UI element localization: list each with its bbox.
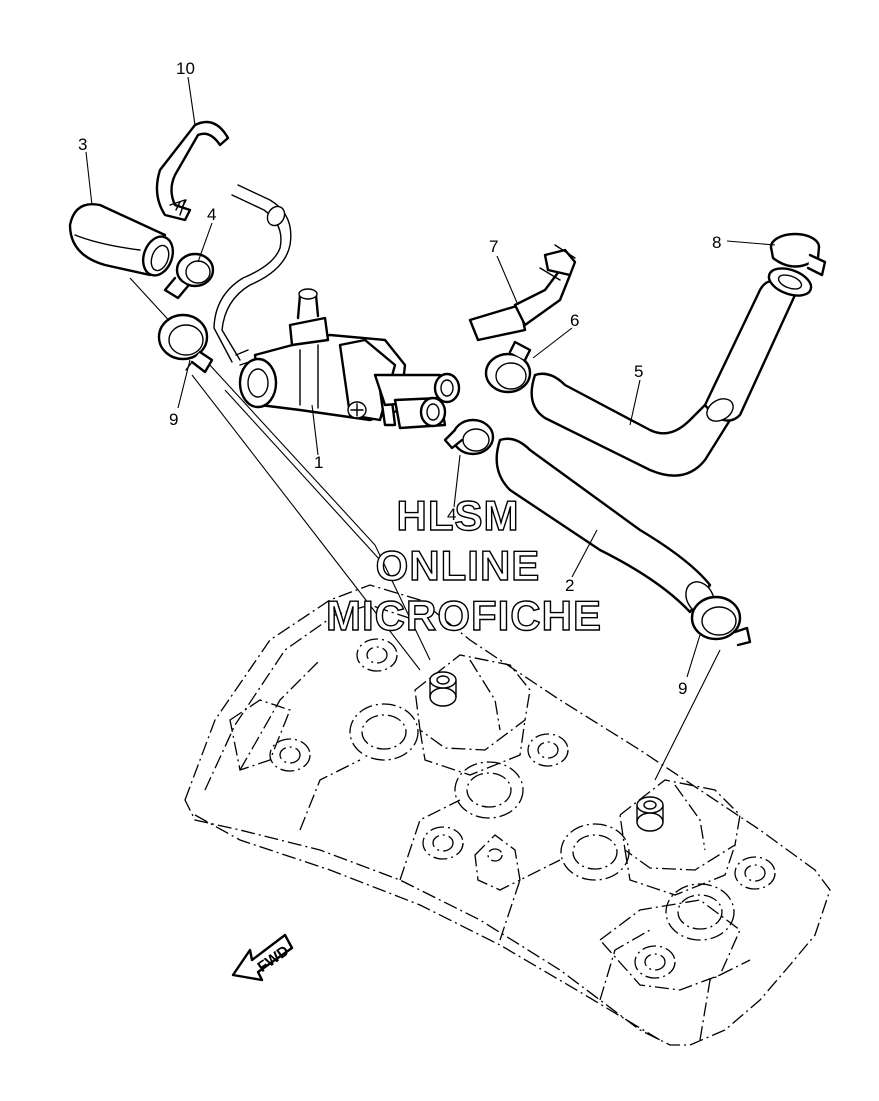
part-9-clamp-upper [157,313,214,374]
part-10-holder [155,120,230,222]
watermark-line-2: ONLINE [376,542,541,589]
part-3-elbow-hose [68,203,175,277]
callout-1: 1 [314,453,323,472]
part-4-clamp-upper [163,252,215,300]
part-1-cut-valve [235,288,461,430]
callout-10: 10 [176,59,195,78]
small-hoses [213,184,292,363]
callout-9-upper: 9 [169,410,178,429]
part-6-clamp [484,340,532,394]
callout-3: 3 [78,135,87,154]
part-5-hose [530,267,813,477]
callout-8: 8 [712,233,721,252]
part-4-clamp-lower [443,418,495,456]
callout-6: 6 [570,311,579,330]
callout-leaders [85,76,776,678]
watermark-line-3: MICROFICHE [326,592,602,639]
part-8-clamp [769,232,827,277]
watermark: HLSM ONLINE MICROFICHE [325,491,602,639]
cylinder-head-cover [184,584,831,1046]
part-7-bracket [468,244,577,342]
callout-2: 2 [565,576,574,595]
callout-4-upper: 4 [207,205,216,224]
callout-7: 7 [489,237,498,256]
forward-arrow-icon: FWD [231,933,294,982]
callout-5: 5 [634,362,643,381]
part-9-clamp-lower [690,595,752,647]
watermark-line-1: HLSM [397,492,520,539]
callouts: 10 3 4 7 8 6 5 9 1 4 2 9 [78,59,721,698]
callout-9-lower: 9 [678,679,687,698]
callout-4-lower: 4 [447,505,456,524]
